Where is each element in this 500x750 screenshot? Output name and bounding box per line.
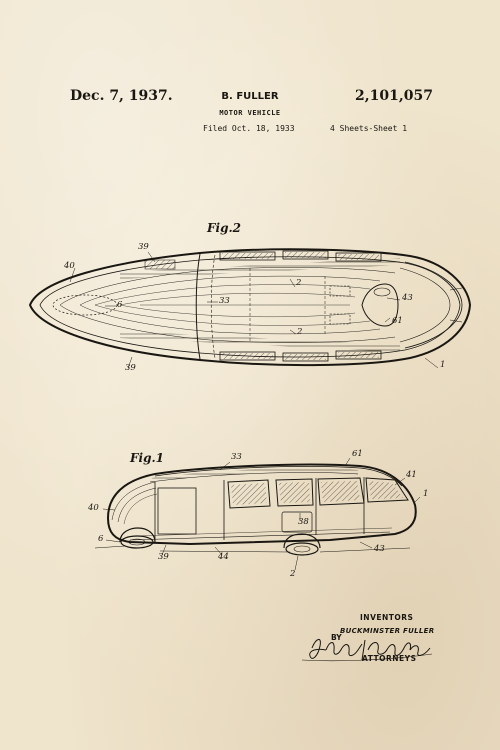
fig2-ref: 33: [219, 296, 230, 306]
fig1-window-4: [365, 477, 409, 503]
fig2-ref: 2: [296, 278, 302, 288]
attorneys-label: ATTORNEYS: [362, 654, 417, 663]
fig1-ref: 33: [231, 452, 242, 462]
fig1-ref: 6: [98, 534, 104, 544]
fig1-side-view: [94, 457, 421, 571]
fig2-top-view: [28, 248, 472, 369]
fig1-ref: 44: [218, 552, 229, 562]
attorney-signature: [301, 639, 433, 662]
patent-number: 2,101,057: [355, 88, 433, 104]
fig1-ref: 40: [88, 503, 99, 513]
fig2-ref: 39: [138, 242, 149, 252]
fig2-label: Fig.2: [207, 221, 241, 235]
fig1-window-2: [275, 478, 314, 507]
by-label: BY: [331, 633, 342, 642]
fig1-ref: 41: [406, 470, 417, 480]
fig2-ref: 2: [297, 327, 303, 337]
fig1-window-1: [227, 479, 271, 509]
fig2-inner-rim: [39, 256, 461, 358]
fig1-body: [106, 463, 417, 546]
inventors-label: INVENTORS: [360, 613, 414, 622]
fig1-ref: 1: [423, 489, 429, 499]
fig2-ref: 61: [392, 316, 403, 326]
filed-date: Filed Oct. 18, 1933: [203, 124, 295, 133]
fig2-ref: 1: [440, 360, 446, 370]
fig1-ref: 2: [290, 569, 296, 579]
fig2-rear-wheel: [361, 283, 399, 327]
fig1-front-wheel: [119, 527, 156, 549]
fig2-ref: 40: [64, 261, 75, 271]
sheet-count: 4 Sheets-Sheet 1: [330, 124, 408, 133]
fig1-ref: 43: [374, 544, 385, 554]
patent-title: MOTOR VEHICLE: [219, 109, 281, 117]
inventor-heading: B. FULLER: [221, 91, 279, 102]
fig1-ref: 61: [352, 449, 363, 459]
fig1-label: Fig.1: [130, 451, 164, 465]
fig1-rear-wheel: [283, 533, 321, 556]
fig2-outer-hull: [28, 248, 472, 367]
fig2-ref: 43: [402, 293, 413, 303]
fig2-ref: 39: [125, 363, 136, 373]
fig1-ref: 39: [158, 552, 169, 562]
patent-date: Dec. 7, 1937.: [70, 88, 173, 104]
inventor-name: BUCKMINSTER FULLER: [340, 627, 435, 635]
fig2-ref: 6: [117, 300, 123, 310]
fig1-ref: 38: [298, 517, 309, 527]
